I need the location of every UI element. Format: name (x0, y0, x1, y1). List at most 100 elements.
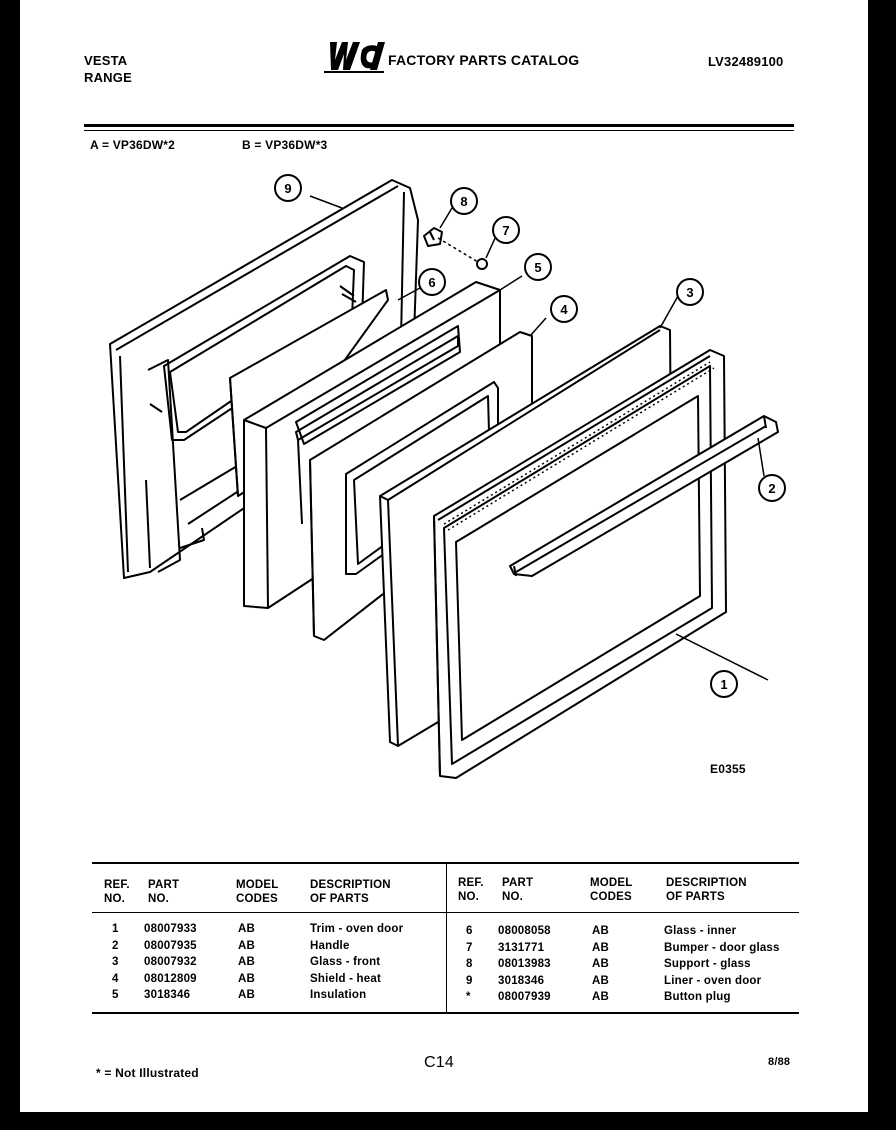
header-model-line2: CODES (236, 893, 278, 905)
header-rule (84, 124, 794, 127)
table-cell: 5 (112, 989, 119, 1001)
header-model-line1: MODEL (236, 879, 279, 891)
header-ref-line2: NO. (458, 891, 480, 903)
table-cell: AB (238, 939, 256, 952)
table-cell: 08007932 (144, 956, 197, 968)
table-cell: Liner - oven door (664, 974, 762, 987)
callout-4: 4 (550, 295, 578, 323)
model-b-code: B = VP36DW*3 (242, 138, 328, 152)
part-bumper (437, 237, 488, 270)
table-cell: 08012809 (144, 972, 197, 985)
header-desc-line2: OF PARTS (666, 891, 725, 903)
catalog-date: 8/88 (768, 1056, 791, 1068)
exploded-oven-door-diagram: 1 2 3 4 5 6 7 8 9 (109, 174, 786, 779)
right-part-column: 08008058 3131771 08013983 3018346 080079… (498, 923, 551, 1006)
table-cell: AB (592, 958, 610, 970)
header-part-left: PART NO. (148, 878, 179, 906)
callout-circles: 1 2 3 4 5 6 7 8 9 (274, 174, 786, 698)
table-cell: 1 (112, 923, 119, 935)
callout-7: 7 (492, 216, 520, 244)
brand-block: VESTA RANGE (84, 52, 132, 86)
header-part-line1: PART (502, 877, 534, 889)
table-cell: Bumper - door glass (664, 941, 780, 954)
table-cell: Button plug (664, 991, 731, 1003)
table-top-rule (92, 862, 799, 864)
table-cell: Glass - front (310, 956, 381, 968)
table-cell: AB (592, 974, 610, 987)
left-ref-column: 1 2 3 4 5 (112, 921, 119, 1004)
header-desc-line2: OF PARTS (310, 893, 369, 905)
callout-6: 6 (418, 268, 446, 296)
table-cell: 08013983 (498, 958, 551, 970)
header-part-line1: PART (148, 879, 180, 891)
table-cell: 08007935 (144, 939, 197, 952)
part-handle (509, 415, 779, 577)
header-desc-right: DESCRIPTION OF PARTS (666, 876, 747, 904)
callout-1: 1 (710, 670, 738, 698)
part-support-glass (423, 227, 443, 247)
header-ref-line1: REF. (458, 877, 484, 889)
table-cell: 4 (112, 972, 119, 985)
callout-9: 9 (274, 174, 302, 202)
table-cell: 3 (112, 956, 119, 968)
table-cell: Glass - inner (664, 925, 737, 937)
table-cell: AB (592, 925, 610, 937)
callout-label-6: 6 (428, 275, 435, 290)
table-cell: AB (238, 956, 256, 968)
part-trim-oven-door (433, 349, 727, 779)
product-type: RANGE (84, 70, 132, 85)
table-cell: 08007939 (498, 991, 551, 1003)
table-cell: AB (238, 923, 256, 935)
callout-5: 5 (524, 253, 552, 281)
table-cell: 8 (466, 958, 473, 970)
right-codes-column: AB AB AB AB AB (592, 923, 609, 1006)
header-ref-left: REF. NO. (104, 878, 130, 906)
callout-8: 8 (450, 187, 478, 215)
header-rule-thin (84, 130, 794, 131)
header-ref-line2: NO. (104, 893, 126, 905)
callout-3: 3 (676, 278, 704, 306)
callout-label-7: 7 (502, 223, 509, 238)
callout-label-4: 4 (560, 302, 568, 317)
wci-logo (324, 42, 385, 73)
table-column-divider (446, 864, 447, 1014)
page-number: C14 (424, 1054, 454, 1071)
callout-2: 2 (758, 474, 786, 502)
table-cell: 08008058 (498, 925, 551, 937)
table-cell: AB (238, 989, 256, 1001)
header-desc-left: DESCRIPTION OF PARTS (310, 878, 391, 906)
not-illustrated-note: * = Not Illustrated (96, 1066, 199, 1080)
catalog-page: VESTA RANGE FACTORY PARTS CATALOG LV3248… (20, 0, 868, 1112)
table-cell: 9 (466, 974, 473, 987)
header-part-line2: NO. (148, 893, 170, 905)
callout-label-2: 2 (768, 481, 775, 496)
table-cell: * (466, 991, 471, 1003)
callout-label-5: 5 (534, 260, 541, 275)
callout-label-1: 1 (720, 677, 727, 692)
table-bottom-rule (92, 1012, 799, 1014)
table-cell: Support - glass (664, 958, 751, 970)
table-cell: 08007933 (144, 923, 197, 935)
header-part-right: PART NO. (502, 876, 533, 904)
table-cell: 6 (466, 925, 473, 937)
table-cell: Insulation (310, 989, 367, 1001)
callout-label-8: 8 (460, 194, 467, 209)
callout-label-9: 9 (284, 181, 291, 196)
brand-name: VESTA (84, 53, 128, 68)
model-a-code: A = VP36DW*2 (90, 138, 175, 152)
right-ref-column: 6 7 8 9 * (466, 923, 473, 1006)
left-part-column: 08007933 08007935 08007932 08012809 3018… (144, 921, 197, 1004)
header-part-line2: NO. (502, 891, 524, 903)
table-cell: Handle (310, 939, 350, 952)
table-cell: Trim - oven door (310, 923, 404, 935)
table-cell: AB (592, 991, 610, 1003)
table-cell: 2 (112, 939, 119, 952)
callout-leaders (309, 195, 769, 681)
right-desc-column: Glass - inner Bumper - door glass Suppor… (664, 923, 780, 1006)
table-cell: Shield - heat (310, 972, 381, 985)
header-desc-line1: DESCRIPTION (310, 879, 391, 891)
table-cell: AB (238, 972, 256, 985)
catalog-title: FACTORY PARTS CATALOG (388, 52, 580, 68)
left-desc-column: Trim - oven door Handle Glass - front Sh… (310, 921, 403, 1004)
table-cell: 3131771 (498, 941, 545, 954)
